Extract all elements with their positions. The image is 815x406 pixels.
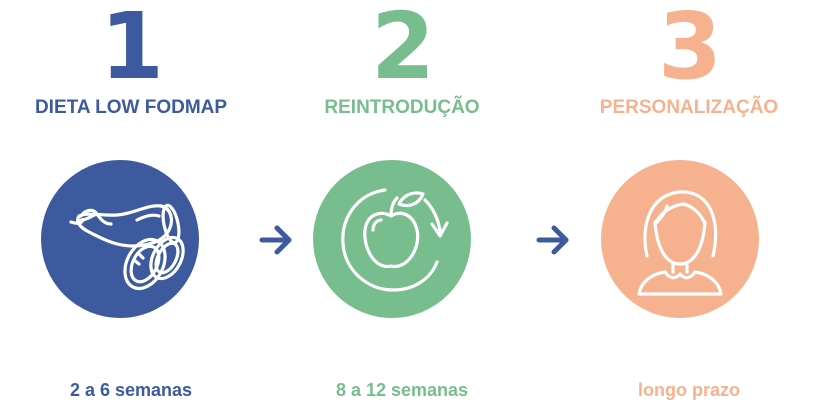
step-duration: longo prazo bbox=[638, 380, 740, 400]
step-1: 1 DIETA LOW FODMAP 2 a 6 semanas bbox=[11, 0, 251, 406]
step-3: 3 PERSONALIZAÇÃO longo prazo bbox=[569, 0, 809, 406]
apple-cycle-icon bbox=[341, 188, 449, 292]
step-circle bbox=[313, 160, 471, 318]
eggplant-icon bbox=[69, 203, 185, 291]
step-2: 2 REINTRODUÇÃO 8 a 12 semanas bbox=[282, 0, 522, 406]
step-number: 2 bbox=[370, 0, 435, 100]
step-title: PERSONALIZAÇÃO bbox=[599, 97, 779, 118]
arrow-right-icon bbox=[536, 225, 570, 255]
step-number: 1 bbox=[99, 0, 164, 100]
person-icon bbox=[637, 190, 723, 296]
step-title: REINTRODUÇÃO bbox=[324, 97, 480, 118]
step-circle bbox=[41, 160, 199, 318]
step-number: 3 bbox=[657, 0, 722, 100]
step-duration: 2 a 6 semanas bbox=[69, 380, 193, 400]
step-title: DIETA LOW FODMAP bbox=[34, 97, 228, 118]
arrow-right-icon bbox=[259, 225, 293, 255]
step-duration: 8 a 12 semanas bbox=[335, 380, 469, 400]
step-circle bbox=[601, 160, 759, 318]
